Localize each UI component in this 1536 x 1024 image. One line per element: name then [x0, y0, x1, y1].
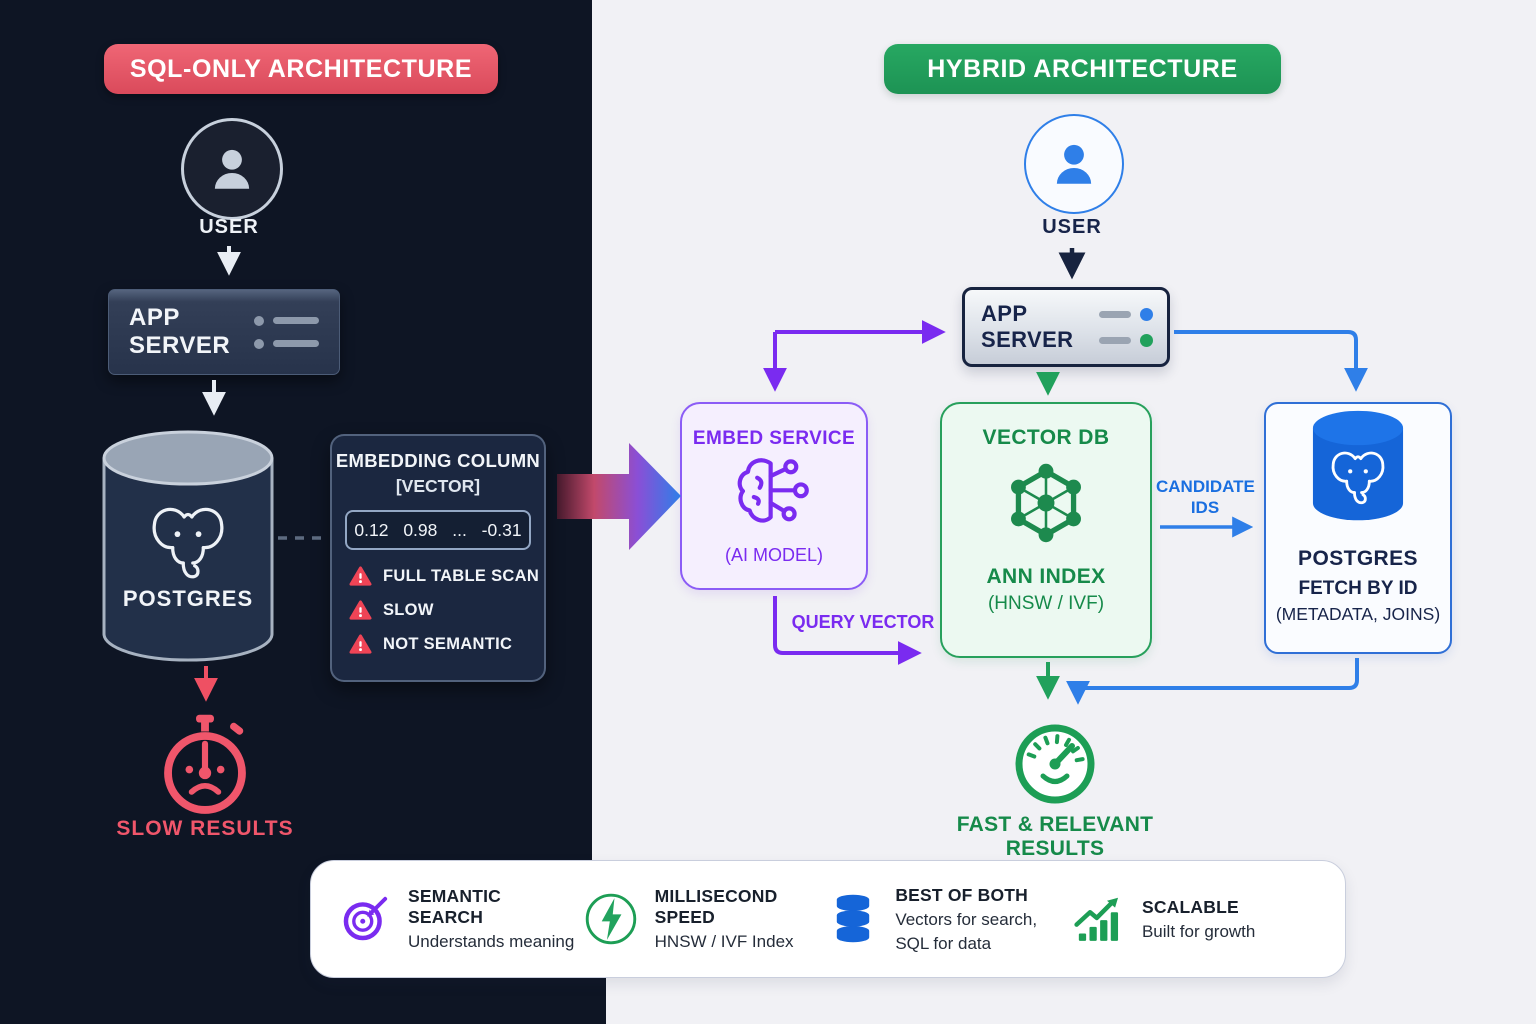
ann-index-label: ANN INDEX: [986, 565, 1106, 588]
legend-title: SCALABLE: [1141, 896, 1239, 917]
database-icon: [837, 894, 870, 943]
growth-chart-icon: [1074, 897, 1119, 941]
arrow-postgres-to-results: [1066, 658, 1359, 705]
app-server-right: APP SERVER: [962, 287, 1170, 367]
vector-db-node: VECTOR DB ANN INDEX (HNSW / IVF): [940, 402, 1152, 658]
legend-subtitle-line2: SQL for data: [895, 933, 992, 953]
vector-values-row: 0.12 0.98 ... -0.31: [345, 510, 531, 550]
elephant-icon: [152, 507, 224, 579]
database-cylinder-icon: [102, 430, 274, 662]
embed-service-subtitle: (AI MODEL): [724, 545, 823, 565]
slow-results-label: SLOW RESULTS: [116, 817, 294, 840]
embedding-panel-subtitle: [VECTOR]: [395, 476, 481, 496]
warning-triangle-icon: [349, 600, 372, 620]
benefits-legend: SEMANTIC SEARCH Understands meaning MILL…: [310, 860, 1346, 978]
app-server-left: APP SERVER: [108, 289, 340, 375]
postgres-cylinder-left: [100, 428, 276, 664]
postgres-cylinder-icon: [1312, 410, 1404, 521]
legend-subtitle: Built for growth: [1141, 921, 1256, 941]
vector-value: 0.12: [354, 519, 389, 540]
legend-item-millisecond-speed: MILLISECOND SPEED HNSW / IVF Index: [582, 886, 822, 952]
legend-subtitle: Vectors for search,: [895, 909, 1038, 929]
vector-value: 0.98: [403, 519, 438, 540]
legend-subtitle: HNSW / IVF Index: [654, 932, 794, 951]
metadata-joins-label: (METADATA, JOINS): [1275, 604, 1441, 624]
user-label-right: USER: [1042, 216, 1102, 238]
hexagon-network-icon: [1011, 463, 1081, 543]
app-server-left-label: APP SERVER: [129, 304, 231, 359]
server-leds-icon: [254, 315, 319, 349]
query-vector-label: QUERY VECTOR: [791, 612, 935, 632]
warning-row: NOT SEMANTIC: [349, 633, 544, 656]
ai-brain-icon: [737, 458, 809, 523]
postgres-label-left: POSTGRES: [122, 586, 254, 611]
user-avatar-left: [181, 118, 283, 220]
vector-value: ...: [452, 519, 467, 540]
slow-stopwatch-icon: [149, 708, 261, 820]
fetch-by-id-label: FETCH BY ID: [1298, 578, 1418, 599]
embed-service-title: EMBED SERVICE: [692, 428, 856, 449]
legend-title: MILLISECOND SPEED: [654, 886, 778, 927]
sql-only-title: SQL-ONLY ARCHITECTURE: [129, 54, 473, 83]
sql-only-title-badge: SQL-ONLY ARCHITECTURE: [104, 44, 498, 94]
user-avatar-right: [1024, 114, 1124, 214]
vector-value: -0.31: [481, 519, 522, 540]
warning-label: NOT SEMANTIC: [383, 635, 513, 653]
hybrid-title-badge: HYBRID ARCHITECTURE: [884, 44, 1281, 94]
legend-item-best-of-both: BEST OF BOTH Vectors for search, SQL for…: [826, 885, 1066, 954]
postgres-node-right: POSTGRES FETCH BY ID (METADATA, JOINS): [1264, 402, 1452, 654]
warning-triangle-icon: [349, 634, 372, 654]
legend-subtitle: Understands meaning: [408, 932, 575, 951]
elephant-icon: [1331, 451, 1385, 505]
warning-triangle-icon: [349, 566, 372, 586]
fast-relevant-results-label: FAST & RELEVANT RESULTS: [956, 813, 1154, 860]
legend-title: BEST OF BOTH: [895, 884, 1028, 905]
embed-service-node: EMBED SERVICE (AI MODEL): [680, 402, 868, 590]
lightning-icon: [585, 893, 636, 945]
user-icon: [214, 149, 250, 189]
warning-list: FULL TABLE SCAN SLOW NOT SEMANTIC: [349, 565, 544, 656]
app-server-right-label: APP SERVER: [981, 301, 1074, 352]
user-icon: [1056, 144, 1092, 184]
legend-item-semantic-search: SEMANTIC SEARCH Understands meaning: [337, 886, 577, 952]
embedding-panel-title: EMBEDDING COLUMN: [335, 450, 541, 471]
postgres-right-title: POSTGRES: [1298, 547, 1418, 570]
embedding-column-panel: EMBEDDING COLUMN [VECTOR] 0.12 0.98 ... …: [330, 434, 546, 682]
warning-row: SLOW: [349, 599, 544, 622]
arrow-appserver-to-postgres-right: [1174, 330, 1368, 392]
fast-gauge-icon: [1005, 710, 1105, 810]
warning-row: FULL TABLE SCAN: [349, 565, 544, 588]
server-leds-icon: [1099, 307, 1153, 347]
target-icon: [343, 896, 388, 941]
candidate-ids-label: CANDIDATE IDS: [1156, 477, 1255, 517]
legend-title: SEMANTIC SEARCH: [408, 886, 501, 927]
hybrid-title: HYBRID ARCHITECTURE: [927, 54, 1238, 83]
user-label-left: USER: [199, 216, 259, 238]
warning-label: SLOW: [383, 601, 434, 619]
vector-db-title: VECTOR DB: [982, 426, 1110, 449]
warning-label: FULL TABLE SCAN: [383, 567, 540, 585]
legend-item-scalable: SCALABLE Built for growth: [1071, 891, 1311, 947]
hnsw-ivf-label: (HNSW / IVF): [987, 593, 1105, 614]
